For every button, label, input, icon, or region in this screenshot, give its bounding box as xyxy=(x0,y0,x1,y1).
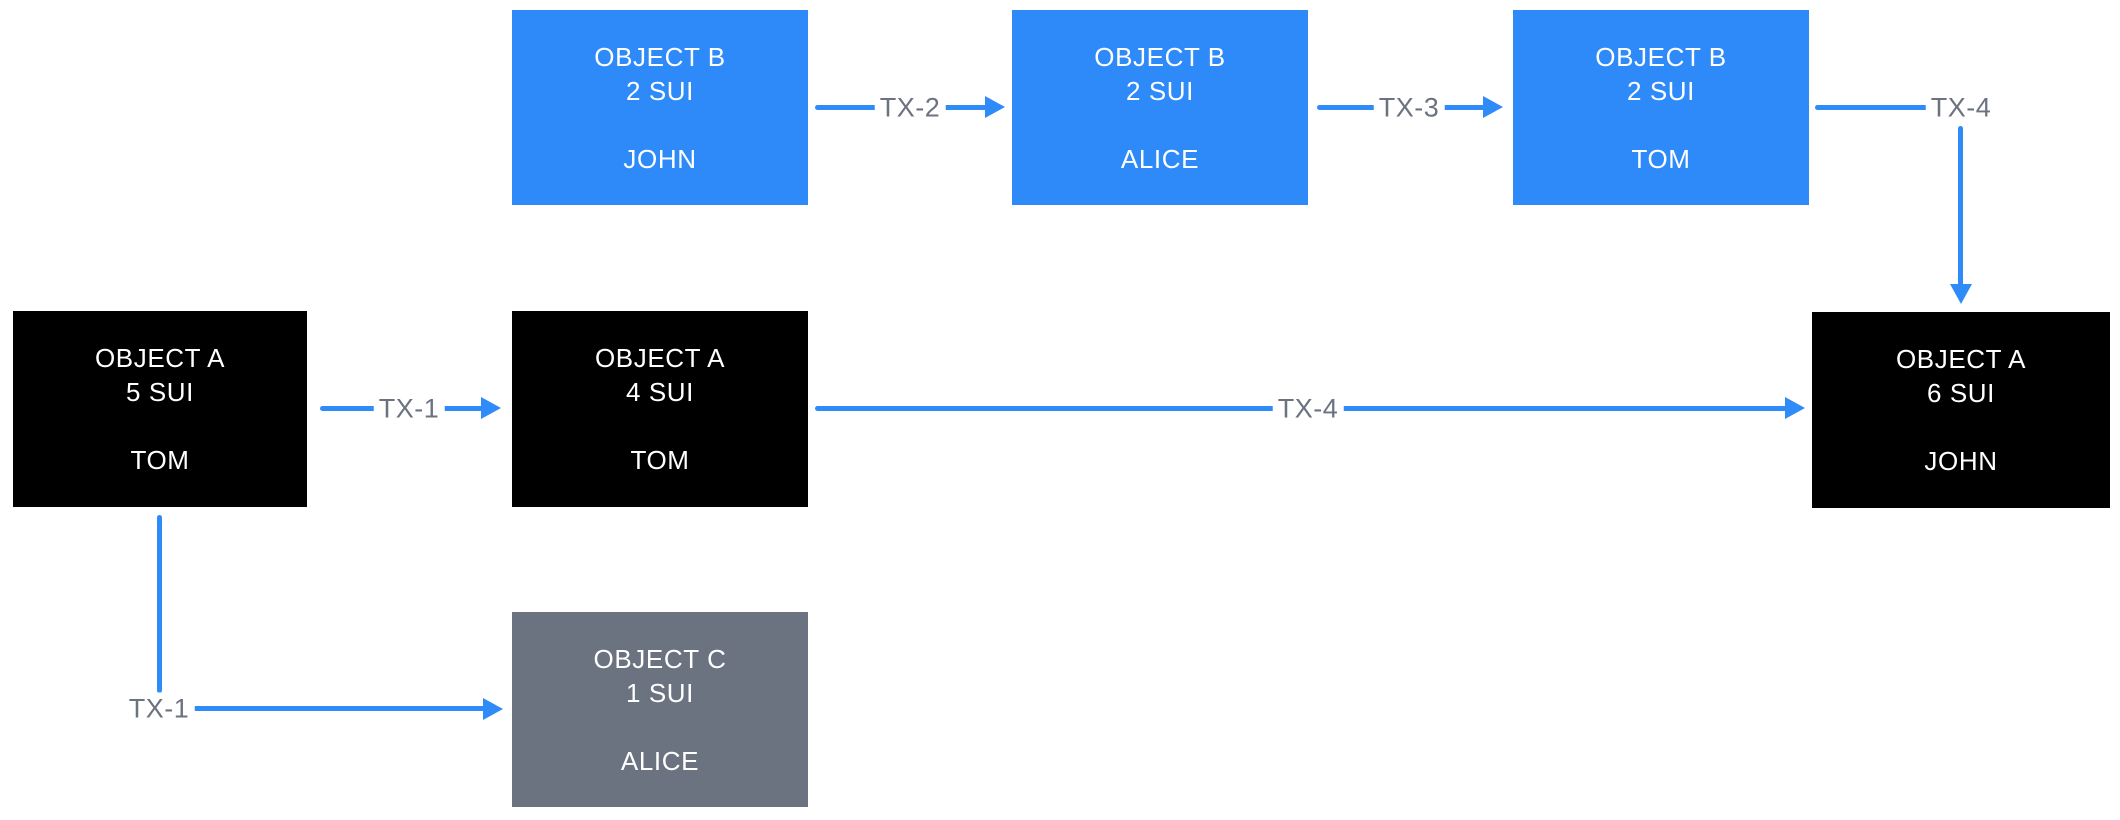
tx-1-arrowhead-icon xyxy=(481,397,501,419)
box-title: OBJECT C xyxy=(593,643,727,674)
box-title: OBJECT B xyxy=(1094,41,1226,72)
tx-1-bent-arrow-vline xyxy=(157,515,162,693)
box-amount: 5 SUI xyxy=(125,377,195,407)
tx-2-arrowhead-icon xyxy=(985,96,1005,118)
box-amount: 6 SUI xyxy=(1926,378,1996,408)
box-amount: 1 SUI xyxy=(625,677,695,708)
tx-4-top-arrow-hline xyxy=(1815,105,1928,110)
tx-3-arrowhead-icon xyxy=(1483,96,1503,118)
box-owner: TOM xyxy=(130,445,190,475)
box-owner: ALICE xyxy=(1120,143,1200,174)
box-title: OBJECT A xyxy=(1895,344,2027,374)
box-owner: JOHN xyxy=(623,143,697,174)
box-object-b-john: OBJECT B 2 SUI JOHN xyxy=(512,10,808,205)
tx-1-label: TX-1 xyxy=(373,392,445,426)
tx-4-top-arrowhead-icon xyxy=(1950,284,1972,304)
box-object-c-alice: OBJECT C 1 SUI ALICE xyxy=(512,612,808,807)
box-object-b-tom: OBJECT B 2 SUI TOM xyxy=(1513,10,1809,205)
tx-3-label: TX-3 xyxy=(1373,91,1445,125)
box-amount: 2 SUI xyxy=(1626,75,1696,106)
box-amount: 4 SUI xyxy=(625,377,695,407)
tx-1-bent-label: TX-1 xyxy=(123,692,195,726)
box-owner: ALICE xyxy=(620,745,700,776)
tx-4-top-arrow-vline xyxy=(1958,126,1963,286)
tx-4-long-arrowhead-icon xyxy=(1785,397,1805,419)
box-owner: TOM xyxy=(1631,143,1691,174)
box-title: OBJECT B xyxy=(594,41,726,72)
box-owner: TOM xyxy=(630,445,690,475)
tx-4-long-label: TX-4 xyxy=(1272,392,1344,426)
tx-1-bent-arrowhead-icon xyxy=(483,698,503,720)
box-owner: JOHN xyxy=(1924,446,1998,476)
box-title: OBJECT A xyxy=(94,343,226,373)
box-amount: 2 SUI xyxy=(625,75,695,106)
tx-2-label: TX-2 xyxy=(874,91,946,125)
box-amount: 2 SUI xyxy=(1125,75,1195,106)
box-object-a-6-john: OBJECT A 6 SUI JOHN xyxy=(1812,312,2110,508)
box-object-a-5-tom: OBJECT A 5 SUI TOM xyxy=(13,311,307,507)
box-object-b-alice: OBJECT B 2 SUI ALICE xyxy=(1012,10,1308,205)
tx-1-bent-arrow-hline xyxy=(193,706,485,711)
box-title: OBJECT A xyxy=(594,343,726,373)
tx-4-top-label: TX-4 xyxy=(1925,91,1997,125)
box-title: OBJECT B xyxy=(1595,41,1727,72)
box-object-a-4-tom: OBJECT A 4 SUI TOM xyxy=(512,311,808,507)
